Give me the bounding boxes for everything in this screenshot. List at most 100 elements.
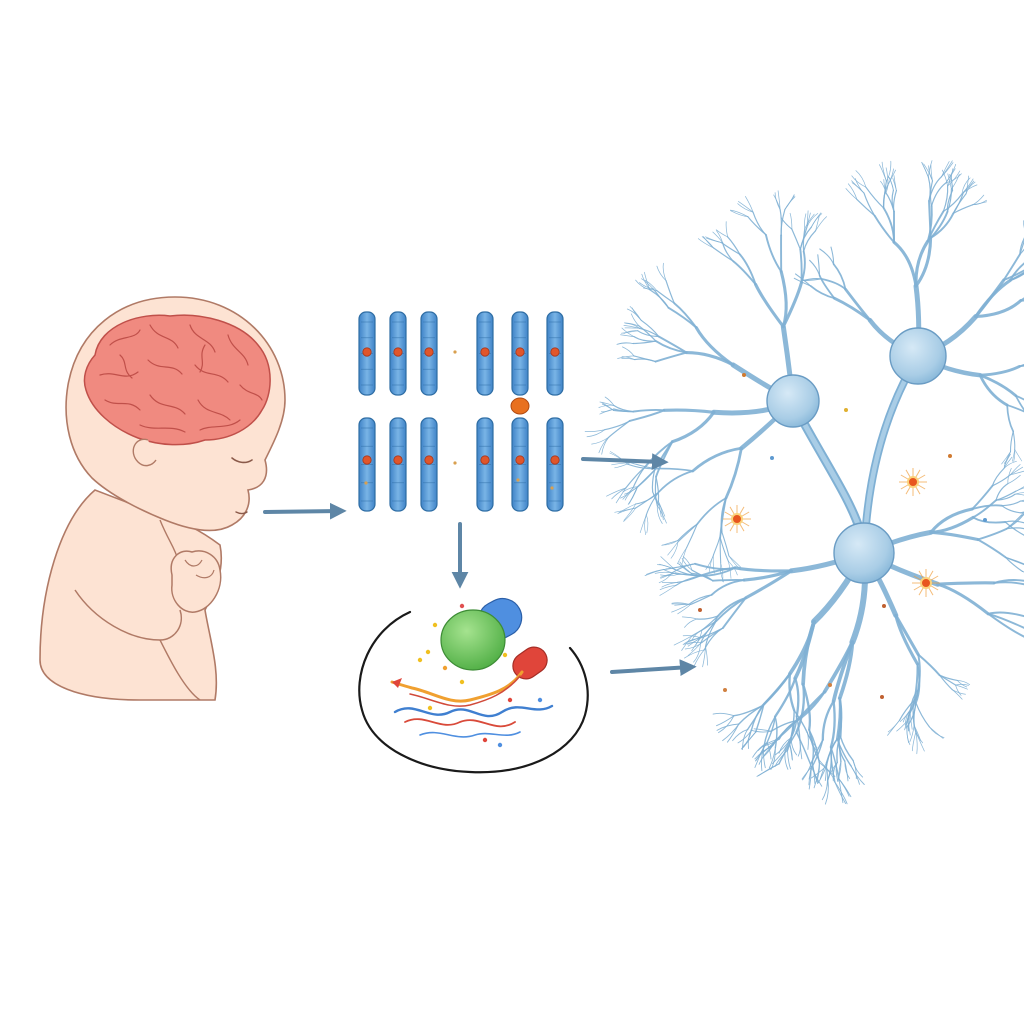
dendrite	[972, 201, 987, 206]
dendrite	[738, 253, 757, 286]
dendrite	[851, 180, 865, 194]
dendrite	[838, 778, 850, 797]
protein-sparkles	[392, 603, 543, 748]
dendrite	[795, 731, 812, 766]
strand-tip	[392, 678, 402, 688]
synapse-core	[920, 577, 932, 589]
chromosome	[358, 417, 376, 512]
dendrite	[738, 201, 754, 213]
mutation-marker	[393, 455, 403, 465]
dendrite	[632, 409, 666, 413]
dendrite	[754, 282, 785, 329]
highlighted-mutation	[510, 397, 530, 415]
dendrite	[1015, 486, 1024, 492]
infant-eye	[231, 457, 253, 464]
dendrite	[993, 581, 1024, 586]
dendrite	[837, 734, 846, 762]
neuron-speck	[723, 688, 727, 692]
dendrite	[677, 604, 692, 615]
dendrite	[691, 446, 743, 473]
dendrite	[1019, 237, 1024, 256]
dendrite	[657, 335, 688, 354]
dendrite	[991, 474, 1012, 487]
dendrite	[1006, 404, 1015, 433]
dendrite	[1001, 500, 1021, 507]
dendrite	[691, 637, 701, 652]
dendrite	[750, 729, 772, 733]
dendrite	[665, 280, 675, 304]
dendrite	[611, 462, 631, 466]
dendrite	[917, 653, 921, 690]
dendrite	[1020, 512, 1024, 515]
dendrite	[625, 322, 640, 329]
dendrite	[681, 546, 688, 564]
dendrite	[623, 507, 637, 522]
dendrite	[636, 469, 656, 489]
dendrite	[705, 236, 722, 243]
dendrite	[806, 731, 816, 751]
dendrite	[1020, 511, 1024, 516]
neuron-speck	[844, 408, 848, 412]
dendrite	[1012, 430, 1016, 450]
dendrite	[892, 177, 897, 191]
dendrite	[835, 761, 839, 783]
dendrite	[753, 728, 772, 732]
green-protein-globule	[440, 609, 506, 671]
dendrite	[654, 340, 688, 354]
chromosome	[476, 311, 494, 396]
dendrite	[679, 561, 692, 574]
dendrite	[963, 180, 975, 193]
dendrite	[686, 523, 698, 548]
mutation-marker	[480, 455, 490, 465]
dendrite	[926, 204, 933, 243]
dendrite	[671, 603, 690, 613]
dendrite	[617, 507, 637, 514]
dendrite	[720, 241, 741, 255]
dendrite	[691, 629, 703, 641]
dendrite	[939, 674, 953, 691]
dendrite	[1014, 449, 1023, 462]
infant-illustration	[39, 296, 286, 701]
dendrite	[812, 764, 816, 784]
dendrite	[873, 214, 895, 244]
axon-highlight	[863, 377, 908, 528]
dendrite	[804, 213, 815, 230]
dendrite	[1023, 220, 1024, 229]
dendrite	[745, 196, 754, 213]
dendrite	[914, 239, 930, 288]
dendrite	[810, 213, 823, 228]
dendrite	[911, 731, 917, 752]
dendrite	[1014, 492, 1024, 495]
dendrite	[809, 259, 821, 277]
dendrite	[654, 467, 694, 472]
dendrite	[887, 719, 900, 736]
dendrite	[1001, 505, 1021, 514]
dendrite	[961, 177, 971, 195]
dendrite	[818, 274, 836, 300]
dendrite	[732, 260, 757, 286]
dendrite	[847, 183, 858, 200]
chromosome	[511, 417, 529, 512]
dendrite	[638, 327, 660, 338]
dendrite	[789, 212, 793, 230]
dendrite	[617, 355, 635, 359]
dendrite	[660, 572, 677, 579]
dendrite	[635, 279, 651, 291]
dendrite	[928, 165, 933, 182]
dendrite	[835, 696, 842, 741]
dendrite	[995, 490, 1017, 501]
dendrite	[836, 738, 852, 767]
dendrite	[737, 203, 754, 213]
dendrite	[836, 735, 842, 764]
neuron-soma	[889, 327, 947, 385]
dendrite	[712, 231, 723, 244]
protein-molecules-illustration	[358, 597, 589, 774]
protein-strand-red	[404, 718, 516, 728]
dendrite	[705, 646, 708, 666]
dendrite	[819, 762, 827, 780]
dendrite	[682, 556, 693, 571]
dendrite	[808, 762, 812, 780]
dendrite	[656, 505, 667, 524]
dendrite	[774, 192, 781, 211]
mutation-marker	[550, 455, 560, 465]
